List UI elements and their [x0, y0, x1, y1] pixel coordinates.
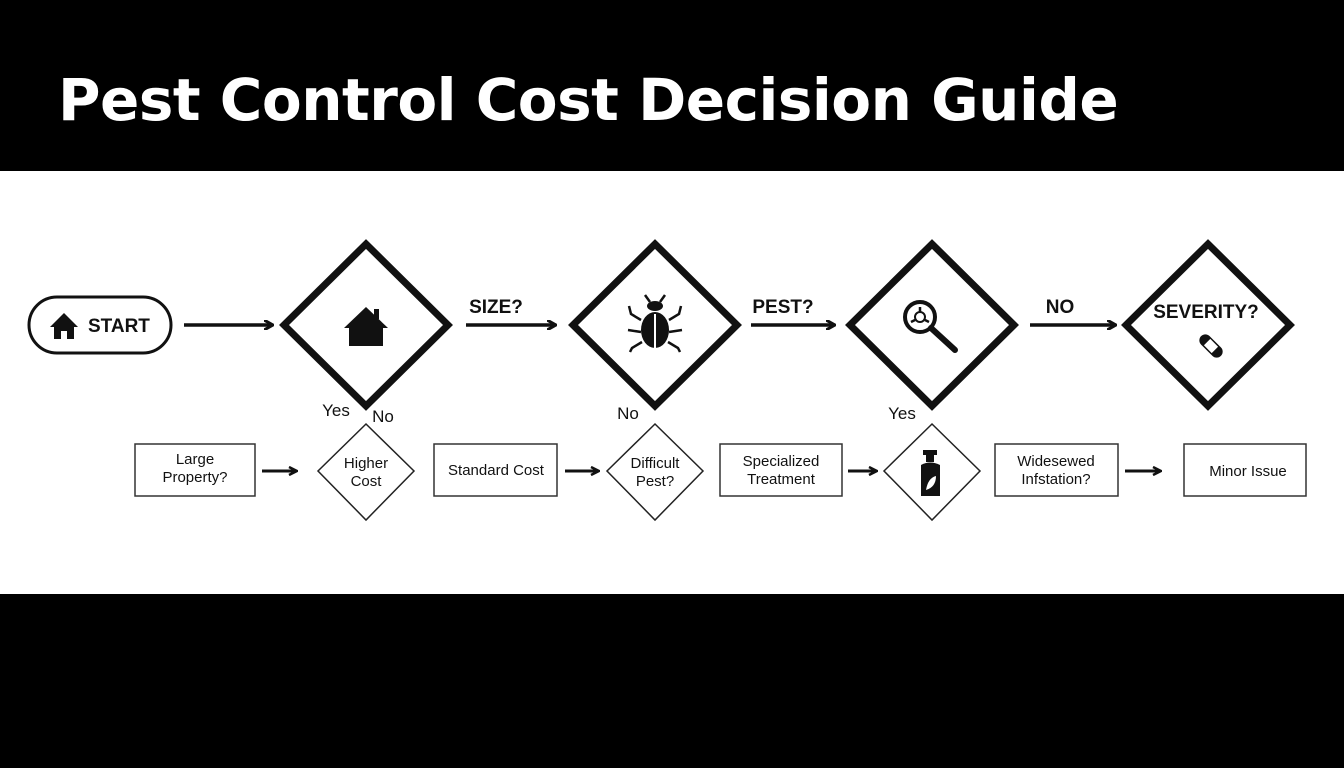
- page-title: Pest Control Cost Decision Guide: [58, 66, 1119, 134]
- box-label: Standard Cost: [448, 462, 545, 479]
- edge-label-yes: Yes: [322, 401, 350, 420]
- spray-bottle-icon: [921, 450, 940, 496]
- box-widespread-infestation[interactable]: Widesewed Infstation?: [994, 443, 1119, 497]
- biohazard-magnifier-icon: [903, 300, 958, 353]
- box-large-property[interactable]: Large Property?: [134, 443, 256, 497]
- box-specialized-treatment[interactable]: Specialized Treatment: [719, 443, 843, 497]
- diamond-difficult-pest[interactable]: Difficult Pest?: [605, 422, 705, 522]
- box-label: Property?: [162, 469, 227, 486]
- diamond-higher-cost[interactable]: Higher Cost: [316, 422, 416, 522]
- edge-label-no: No: [372, 407, 394, 426]
- edge-label-no: No: [617, 404, 639, 423]
- diamond-spray-treatment[interactable]: [882, 422, 982, 522]
- decision-severity[interactable]: SEVERITY?: [1121, 239, 1295, 411]
- edge-label-size: SIZE?: [469, 297, 523, 318]
- decision-pest[interactable]: [568, 239, 742, 411]
- decision-inspection[interactable]: [845, 239, 1019, 411]
- diamond-label: Difficult: [631, 455, 681, 472]
- house-icon: [344, 307, 388, 346]
- bug-icon: [627, 294, 683, 353]
- box-label: Treatment: [747, 471, 816, 488]
- diamond-label: Cost: [351, 473, 383, 490]
- start-label: START: [88, 316, 150, 337]
- box-label: Minor Issue: [1209, 463, 1287, 480]
- flowchart-canvas: START SEVERITY?: [0, 171, 1344, 594]
- box-standard-cost[interactable]: Standard Cost: [433, 443, 558, 497]
- flowchart: START SEVERITY?: [27, 239, 1307, 522]
- home-icon: [50, 313, 78, 339]
- diamond-label: Higher: [344, 455, 388, 472]
- box-label: Infstation?: [1021, 471, 1090, 488]
- diamond-label: Pest?: [636, 473, 674, 490]
- edge-label-yes: Yes: [888, 404, 916, 423]
- box-label: Widesewed: [1017, 453, 1095, 470]
- bandage-icon: [1199, 334, 1223, 358]
- edge-label-no: NO: [1046, 297, 1075, 318]
- severity-label: SEVERITY?: [1153, 302, 1259, 323]
- start-node[interactable]: START: [27, 295, 173, 355]
- edge-label-pest: PEST?: [752, 297, 813, 318]
- box-label: Large: [176, 451, 214, 468]
- box-minor-issue[interactable]: Minor Issue: [1183, 443, 1307, 497]
- decision-size[interactable]: [279, 239, 453, 411]
- box-label: Specialized: [743, 453, 820, 470]
